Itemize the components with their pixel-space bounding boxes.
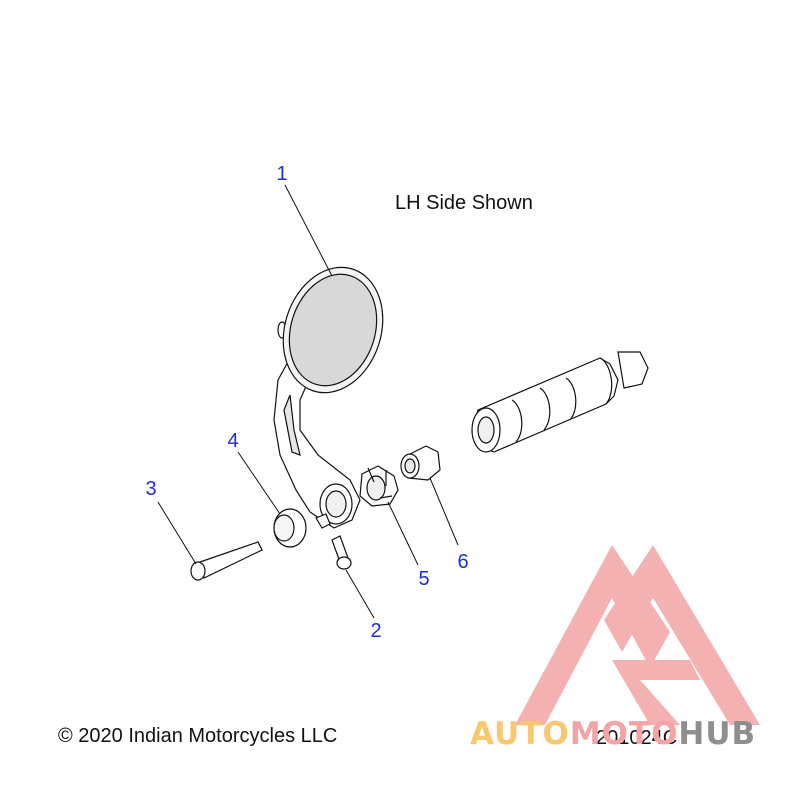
drawing-number: 201024C <box>596 727 678 749</box>
watermark-moto: MOTO <box>569 716 679 752</box>
watermark-hub: HUB <box>678 716 757 752</box>
side-note: LH Side Shown <box>395 192 533 214</box>
mirror-glass <box>288 273 378 387</box>
watermark-logo-icon <box>515 545 760 725</box>
callout-2: 2 <box>370 620 382 642</box>
callout-5: 5 <box>418 568 430 590</box>
spacer-washer <box>273 508 307 548</box>
bar-end-plug <box>400 445 441 481</box>
callout-6: 6 <box>457 551 469 573</box>
clamp-part <box>359 465 399 507</box>
leader-lines <box>157 184 459 619</box>
callout-1: 1 <box>276 163 288 185</box>
watermark-text: AUTOMOTOHUB <box>470 716 756 752</box>
callout-4: 4 <box>227 430 239 452</box>
mirror-assembly <box>273 266 384 529</box>
handlebar-grip <box>471 351 649 453</box>
watermark-auto: AUTO <box>470 716 570 752</box>
copyright-text: © 2020 Indian Motorcycles LLC <box>58 725 338 747</box>
callout-3: 3 <box>145 478 157 500</box>
long-bolt <box>190 541 263 581</box>
short-screw <box>331 535 352 570</box>
